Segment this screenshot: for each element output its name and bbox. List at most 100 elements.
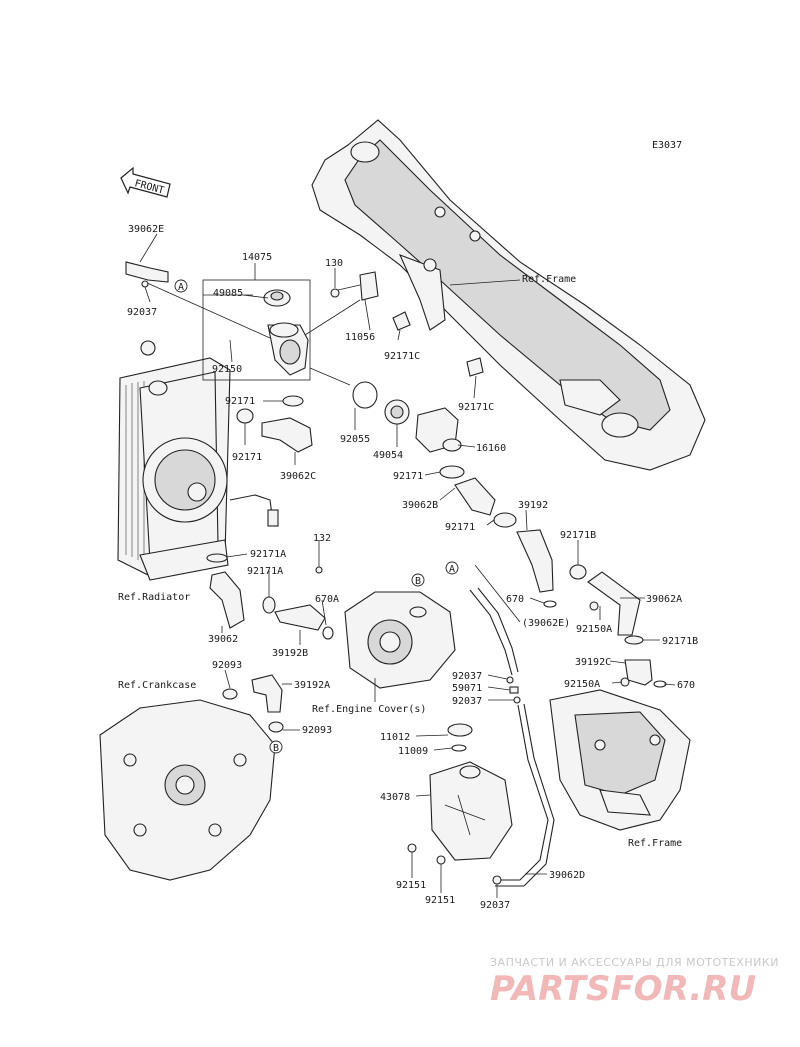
label-39192b: 39192B	[272, 648, 308, 659]
label-92055: 92055	[340, 434, 370, 445]
frame-bottom-drawing	[549, 689, 691, 831]
ref-frame-bottom: Ref.Frame	[628, 838, 682, 849]
hose-39062d	[495, 704, 549, 881]
label-92093-a: 92093	[212, 660, 242, 671]
label-92150a-b: 92150A	[564, 679, 600, 690]
label-39062: 39062	[208, 634, 238, 645]
hose-39062	[209, 571, 245, 629]
label-16160: 16160	[476, 443, 506, 454]
engine-cover-drawing	[344, 591, 456, 702]
clamp-92037-top	[141, 280, 149, 288]
label-92037-mid: 92037	[452, 671, 482, 682]
label-39062d: 39062D	[549, 870, 585, 881]
bolt-92150a-a	[589, 601, 599, 611]
bolt-132	[315, 566, 323, 574]
clamp-92171-c	[439, 465, 465, 479]
label-39062e: 39062E	[128, 224, 164, 235]
hose-39062c	[261, 417, 313, 453]
clamp-92037-mid	[506, 676, 514, 684]
bolt-92151-a	[407, 843, 417, 853]
clamp-92171b-a	[569, 564, 587, 580]
svg-text:A: A	[178, 282, 184, 293]
seal-92093-b	[268, 721, 284, 733]
label-92151-a: 92151	[396, 880, 426, 891]
clamp-92037-bot	[492, 875, 502, 885]
clamp-92171c-a	[392, 311, 411, 331]
label-92151-b: 92151	[425, 895, 455, 906]
label-11009: 11009	[398, 746, 428, 757]
label-92171b-b: 92171B	[662, 636, 698, 647]
label-39192a: 39192A	[294, 680, 330, 691]
label-132: 132	[313, 533, 331, 544]
label-39062c: 39062C	[280, 471, 316, 482]
clamp-92171-d	[493, 512, 517, 528]
crankcase-drawing	[99, 699, 276, 881]
svg-text:B: B	[273, 743, 279, 754]
label-92171-b: 92171	[232, 452, 262, 463]
svg-text:B: B	[415, 576, 421, 587]
gasket-11009	[451, 744, 467, 752]
callout-a-mid: A	[445, 561, 459, 575]
clamp-92171a-a	[206, 553, 228, 563]
cap-11012	[447, 723, 473, 737]
ref-radiator: Ref.Radiator	[118, 592, 190, 603]
hose-39062e-run	[469, 589, 513, 676]
ref-frame-top: Ref.Frame	[522, 274, 576, 285]
pipe-39192	[516, 529, 554, 593]
watermark-logo: PARTSFOR.RU	[490, 969, 756, 1009]
label-14075: 14075	[242, 252, 272, 263]
label-39192: 39192	[518, 500, 548, 511]
ref-crankcase: Ref.Crankcase	[118, 680, 196, 691]
label-92171a-b: 92171A	[247, 566, 283, 577]
label-92171-c: 92171	[393, 471, 423, 482]
oring-670-a	[543, 600, 557, 608]
watermark-line1: ЗАПЧАСТИ И АКСЕССУАРЫ ДЛЯ МОТОТЕХНИКИ	[490, 956, 779, 969]
clamp-92171-a	[282, 395, 304, 407]
cover-43078	[429, 761, 513, 861]
clamp-92171b-b	[624, 635, 644, 645]
radiator-cap	[263, 289, 291, 307]
pipe-39192b	[274, 604, 326, 631]
label-92171b-a: 92171B	[560, 530, 596, 541]
callout-b-mid: B	[411, 573, 425, 587]
label-92171a-a: 92171A	[250, 549, 286, 560]
label-39062e-par: (39062E)	[522, 618, 570, 629]
label-670-b: 670	[677, 680, 695, 691]
ref-engine-cover: Ref.Engine Cover(s)	[312, 704, 426, 715]
pipe-39192a	[251, 674, 283, 713]
label-43078: 43078	[380, 792, 410, 803]
bolt-130	[330, 288, 340, 298]
label-39062a: 39062A	[646, 594, 682, 605]
label-49054: 49054	[373, 450, 403, 461]
clamp-92171a-b	[262, 596, 276, 614]
hose-39062e	[125, 261, 169, 283]
svg-text:A: A	[449, 564, 455, 575]
label-92150a-a: 92150A	[576, 624, 612, 635]
seal-92093-a	[222, 688, 238, 700]
filler-neck	[267, 322, 309, 376]
pipe-39192c	[624, 659, 653, 686]
label-670a: 670A	[315, 594, 339, 605]
label-92171c-b: 92171C	[458, 402, 494, 413]
label-11012: 11012	[380, 732, 410, 743]
oring-670a	[322, 626, 334, 640]
bracket-11056	[359, 271, 379, 301]
label-59071: 59071	[452, 683, 482, 694]
thermostat-cover-16160	[415, 407, 462, 453]
label-92171-d: 92171	[445, 522, 475, 533]
clamp-92037-mid2	[513, 696, 521, 704]
bolt-92150a-b	[620, 677, 630, 687]
callout-a-top: A	[174, 279, 188, 293]
label-92037-bot: 92037	[480, 900, 510, 911]
oring-92055	[352, 381, 378, 409]
joint-59071	[509, 686, 519, 694]
label-92171-a: 92171	[225, 396, 255, 407]
bolt-92151-b	[436, 855, 446, 865]
label-92093-b: 92093	[302, 725, 332, 736]
label-130: 130	[325, 258, 343, 269]
label-39062b: 39062B	[402, 500, 438, 511]
hose-39062b	[454, 477, 496, 516]
label-670-a: 670	[506, 594, 524, 605]
label-92171c-a: 92171C	[384, 351, 420, 362]
